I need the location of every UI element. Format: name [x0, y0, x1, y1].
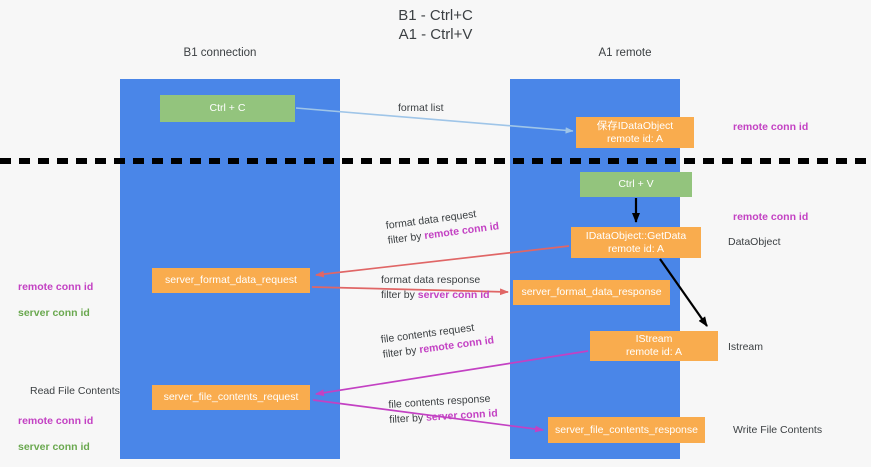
label-format-data-request: format data request filter by remote con…: [385, 204, 500, 248]
label-format-data-response-line1: format data response: [381, 274, 481, 286]
box-istream[interactable]: IStream remote id: A: [590, 331, 718, 361]
filter-prefix: filter by: [381, 289, 418, 301]
box-save-idataobject[interactable]: 保存IDataObject remote id: A: [576, 117, 694, 148]
diagram-title: B1 - Ctrl+C A1 - Ctrl+V: [0, 6, 871, 44]
note-left-server-conn-id-2: server conn id: [18, 441, 90, 453]
note-remote-conn-id-top: remote conn id: [733, 121, 809, 133]
filter-key-server-conn-id: server conn id: [425, 407, 499, 424]
note-left-remote-conn-id: remote conn id: [18, 281, 94, 293]
label-file-contents-response: file contents response filter by server …: [388, 391, 498, 428]
label-file-contents-request: file contents request filter by remote c…: [380, 318, 495, 362]
note-remote-conn-id-mid: remote conn id: [733, 211, 809, 223]
note-left-remote-conn-id-2: remote conn id: [18, 415, 94, 427]
filter-key-server-conn-id: server conn id: [417, 289, 490, 301]
filter-prefix: filter by: [388, 411, 427, 426]
label-format-data-response-line2: filter by server conn id: [381, 288, 490, 303]
box-idataobject-getdata[interactable]: IDataObject::GetData remote id: A: [571, 227, 701, 258]
box-ctrl-c[interactable]: Ctrl + C: [160, 95, 295, 122]
note-istream: Istream: [728, 341, 764, 353]
label-format-data-response: format data response filter by server co…: [381, 273, 490, 303]
title-line-1: B1 - Ctrl+C: [398, 7, 473, 24]
note-left-conn-ids-file: remote conn id server conn id: [18, 402, 93, 467]
box-server-file-contents-response[interactable]: server_file_contents_response: [548, 417, 705, 443]
note-write-file-contents: Write File Contents: [733, 424, 823, 436]
box-server-format-data-request[interactable]: server_format_data_request: [152, 268, 310, 293]
column-header-a1: A1 remote: [598, 47, 652, 59]
column-header-b1: B1 connection: [183, 47, 257, 59]
filter-prefix: filter by: [387, 230, 426, 247]
note-left-server-conn-id: server conn id: [18, 307, 90, 319]
box-ctrl-v[interactable]: Ctrl + V: [580, 172, 692, 197]
box-server-file-contents-request[interactable]: server_file_contents_request: [152, 385, 310, 410]
note-read-file-contents: Read File Contents: [30, 385, 120, 397]
note-left-conn-ids-format: remote conn id server conn id: [18, 268, 93, 333]
title-line-2: A1 - Ctrl+V: [398, 26, 473, 43]
filter-prefix: filter by: [382, 344, 421, 361]
note-dataobject: DataObject: [728, 236, 781, 248]
label-format-list: format list: [398, 102, 444, 114]
box-server-format-data-response[interactable]: server_format_data_response: [513, 280, 670, 305]
